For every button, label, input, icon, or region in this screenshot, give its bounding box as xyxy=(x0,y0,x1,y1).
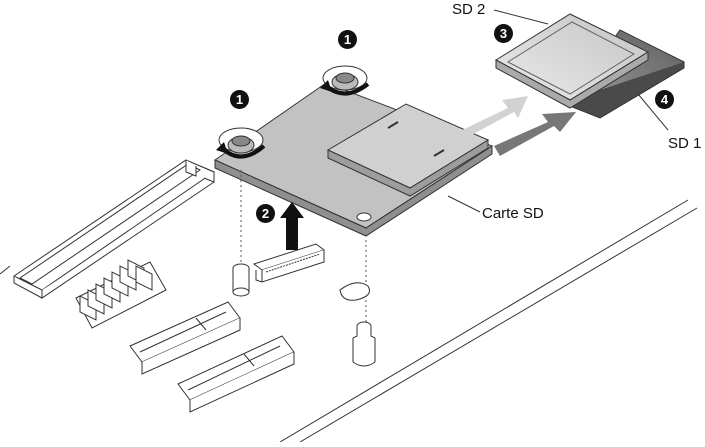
sd1-label: SD 1 xyxy=(668,135,702,152)
step-4-badge: 4 xyxy=(655,90,674,109)
step-3-badge: 3 xyxy=(494,24,513,43)
rotate-arrow-icon xyxy=(216,142,266,159)
memory-slot xyxy=(13,159,216,299)
screw-icon xyxy=(218,127,264,154)
board-connector xyxy=(252,243,326,283)
standoff xyxy=(339,282,376,367)
pcie-slot-1 xyxy=(129,301,241,375)
insert-arrow-icon xyxy=(458,96,528,138)
sd2-label: SD 2 xyxy=(452,1,486,18)
standoff xyxy=(232,263,250,297)
sd2-card xyxy=(495,13,650,109)
insert-arrow-icon xyxy=(494,112,576,156)
step-1-badge-right: 1 xyxy=(338,30,357,49)
step-1-badge-left: 1 xyxy=(230,90,249,109)
rotate-arrow-icon xyxy=(320,80,370,96)
step-2-badge: 2 xyxy=(256,204,275,223)
heatsink xyxy=(75,259,167,329)
sd-adapter-board xyxy=(213,82,494,237)
screw-icon xyxy=(322,65,368,91)
carte-sd-label: Carte SD xyxy=(482,205,544,222)
pcie-slot-2 xyxy=(177,335,295,413)
up-arrow-icon xyxy=(280,202,304,250)
leader-lines xyxy=(447,9,669,213)
system-board-outline xyxy=(0,199,698,443)
